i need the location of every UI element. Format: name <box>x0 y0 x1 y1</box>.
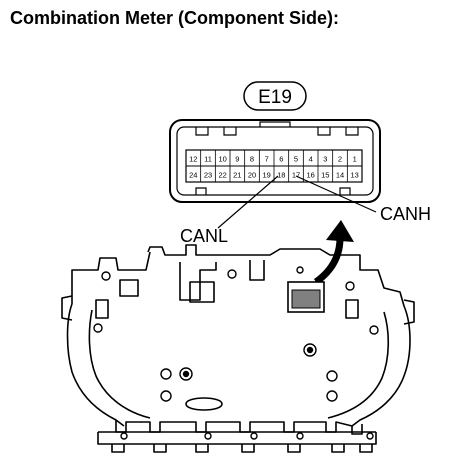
pin-label: 14 <box>336 171 344 180</box>
pin-row-top: 12 11 10 9 8 7 6 5 4 3 2 1 <box>189 155 357 164</box>
pin-label: 4 <box>309 155 313 164</box>
canh-label: CANH <box>380 204 431 224</box>
pin-label: 15 <box>321 171 329 180</box>
pin-label: 3 <box>323 155 327 164</box>
pin-label: 9 <box>235 155 239 164</box>
pin-label: 21 <box>233 171 241 180</box>
pin-label: 8 <box>250 155 254 164</box>
mounting-holes <box>93 266 379 440</box>
canl-label: CANL <box>180 226 228 246</box>
pin-label: 13 <box>351 171 359 180</box>
meter-connector-socket <box>287 281 325 313</box>
canl-leader-line <box>217 175 279 229</box>
pin-label: 23 <box>204 171 212 180</box>
combination-meter-housing <box>61 244 415 453</box>
pin-label: 11 <box>204 155 212 164</box>
pin-label: 1 <box>353 155 357 164</box>
pin-label: 16 <box>307 171 315 180</box>
pin-label: 5 <box>294 155 298 164</box>
location-arrow <box>313 220 354 285</box>
pin-label: 17 <box>292 171 300 180</box>
pin-row-bottom: 24 23 22 21 20 19 18 17 16 15 14 13 <box>189 171 359 180</box>
pin-label: 6 <box>279 155 283 164</box>
pin-label: 2 <box>338 155 342 164</box>
pin-label: 22 <box>219 171 227 180</box>
connector-id-badge: E19 <box>243 81 307 111</box>
pin-label: 10 <box>219 155 227 164</box>
connector-e19 <box>169 119 381 203</box>
pin-label: 12 <box>189 155 197 164</box>
pin-label: 18 <box>277 171 285 180</box>
canh-leader-line <box>295 175 377 213</box>
pin-label: 24 <box>189 171 197 180</box>
pin-label: 19 <box>263 171 271 180</box>
diagram-title: Combination Meter (Component Side): <box>10 8 339 28</box>
connector-id-label: E19 <box>258 87 292 108</box>
pin-label: 20 <box>248 171 256 180</box>
pin-label: 7 <box>265 155 269 164</box>
